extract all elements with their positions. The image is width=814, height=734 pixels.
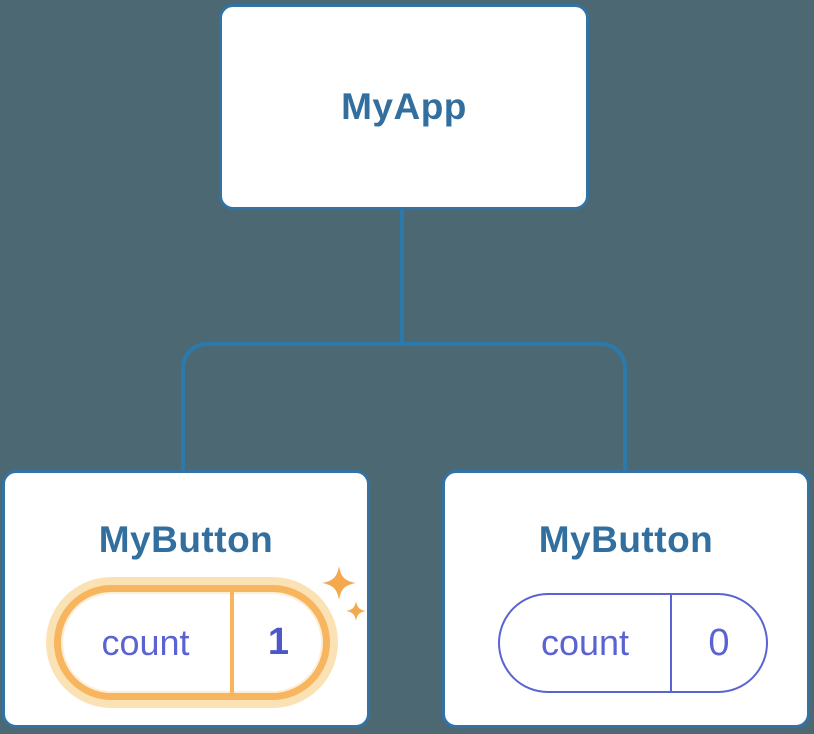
node-mybutton-2-title: MyButton — [538, 519, 714, 560]
state-pill-highlighted: count 1 — [54, 585, 330, 700]
node-myapp-title: MyApp — [341, 86, 467, 127]
state-pill: count 0 — [498, 593, 768, 693]
state-label: count — [540, 622, 630, 663]
state-divider — [230, 592, 234, 693]
state-label: count — [101, 621, 190, 663]
connector-root-stem — [400, 208, 404, 344]
node-mybutton-2: MyButton count 0 — [442, 470, 810, 728]
node-mybutton-1-title: MyButton — [98, 519, 274, 560]
node-mybutton-1: MyButton count 1 — [2, 470, 370, 728]
connector-bracket — [181, 342, 627, 474]
node-myapp: MyApp — [219, 4, 589, 210]
state-divider — [670, 595, 672, 691]
state-value: 0 — [708, 621, 730, 664]
sparkle-icon — [322, 565, 356, 601]
state-value: 1 — [267, 621, 290, 663]
sparkle-icon — [346, 601, 366, 621]
